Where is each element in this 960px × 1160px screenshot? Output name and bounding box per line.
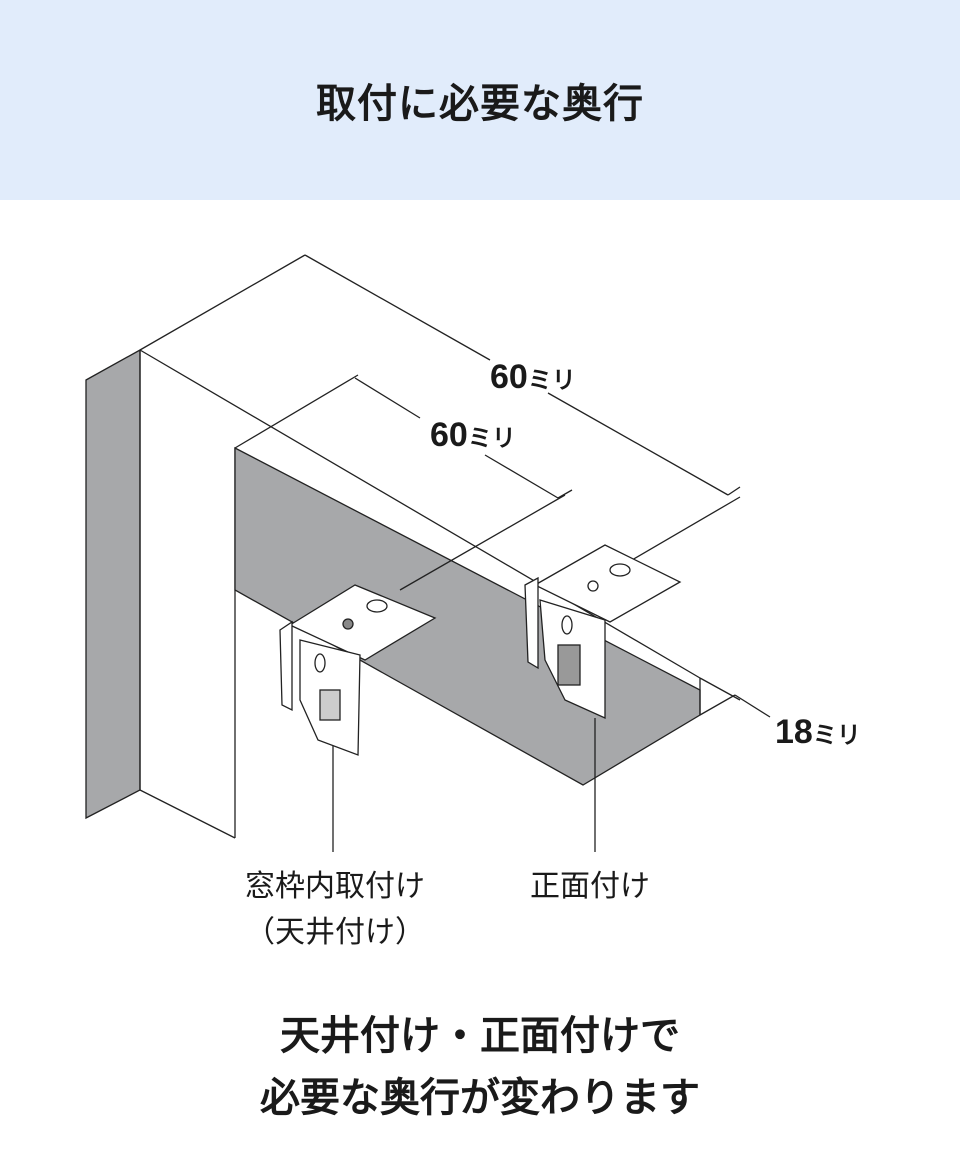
wall-side-face xyxy=(85,348,141,820)
footer-message: 天井付け・正面付けで 必要な奥行が変わります xyxy=(0,1005,960,1129)
outer-depth-label: 60ミリ xyxy=(490,358,576,397)
page-title: 取付に必要な奥行 xyxy=(316,81,644,127)
outer-depth-unit: ミリ xyxy=(527,366,576,394)
frame-thickness-unit: ミリ xyxy=(812,721,861,749)
inner-depth-value: 60 xyxy=(430,416,468,454)
frame-thickness-value: 18 xyxy=(775,713,813,751)
frame-thickness-label: 18ミリ xyxy=(775,713,861,752)
window-frame-diagram xyxy=(85,254,771,852)
header-banner: 取付に必要な奥行 xyxy=(0,0,960,200)
inside-mount-bracket xyxy=(279,584,437,756)
footer-line2: 必要な奥行が変わります xyxy=(260,1075,700,1121)
inside-mount-line2: （天井付け） xyxy=(245,915,425,950)
inside-mount-line1: 窓枠内取付け xyxy=(245,869,425,904)
face-mount-bracket xyxy=(524,544,682,720)
inner-depth-label: 60ミリ xyxy=(430,416,516,455)
inner-depth-unit: ミリ xyxy=(467,424,516,452)
outer-depth-value: 60 xyxy=(490,358,528,396)
face-mount-label: 正面付け xyxy=(530,869,650,904)
footer-line1: 天井付け・正面付けで xyxy=(280,1013,680,1059)
inside-mount-label: 窓枠内取付け （天井付け） xyxy=(215,864,455,956)
